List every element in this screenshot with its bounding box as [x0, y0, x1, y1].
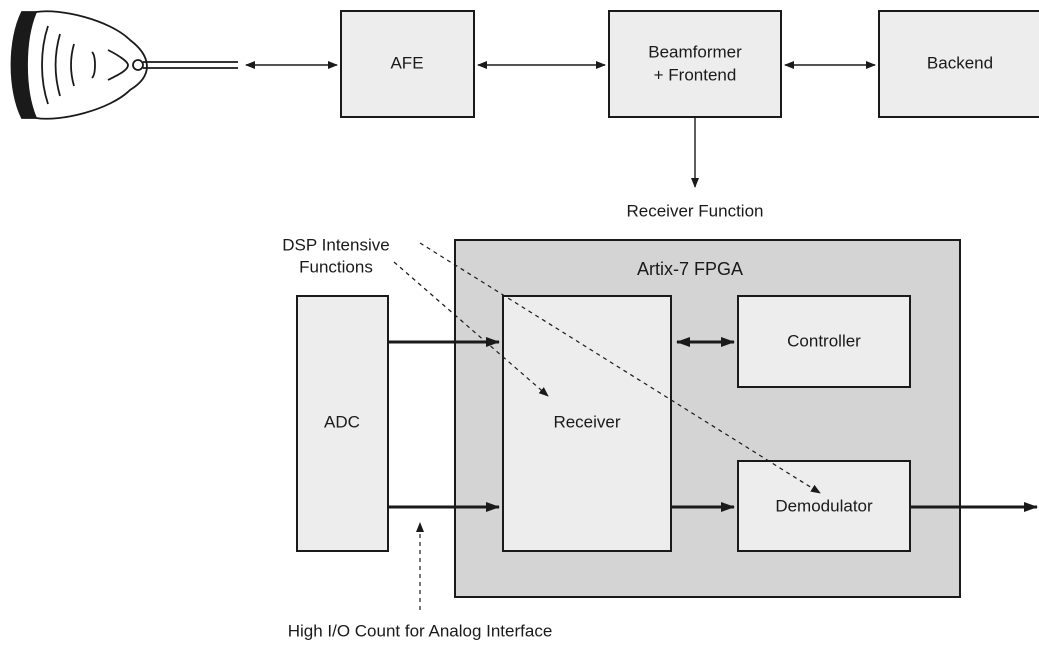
afe-block — [340, 10, 475, 118]
receiver-function-label: Receiver Function — [626, 201, 763, 220]
beamformer-label-line2: + Frontend — [654, 65, 737, 84]
adc-label: ADC — [324, 412, 360, 431]
adc-block — [296, 295, 389, 552]
dsp-to-demodulator-pointer — [419, 242, 821, 494]
receiver-label: Receiver — [553, 412, 620, 431]
high-io-label: High I/O Count for Analog Interface — [288, 621, 553, 640]
backend-label: Backend — [927, 53, 993, 72]
backend-block — [878, 10, 1039, 118]
dsp-label-line1: DSP Intensive — [282, 235, 389, 254]
dsp-to-receiver-pointer — [393, 261, 549, 397]
receiver-block — [502, 295, 672, 552]
afe-label: AFE — [390, 53, 423, 72]
ultrasound-probe-icon — [10, 10, 238, 120]
dsp-label-line2: Functions — [299, 257, 373, 276]
beamformer-label-line1: Beamformer — [648, 42, 742, 61]
fpga-title: Artix-7 FPGA — [637, 259, 743, 279]
controller-label: Controller — [787, 331, 861, 350]
beamformer-frontend-block — [608, 10, 782, 118]
demodulator-block — [737, 460, 911, 552]
controller-block — [737, 295, 911, 388]
demodulator-label: Demodulator — [775, 496, 873, 515]
